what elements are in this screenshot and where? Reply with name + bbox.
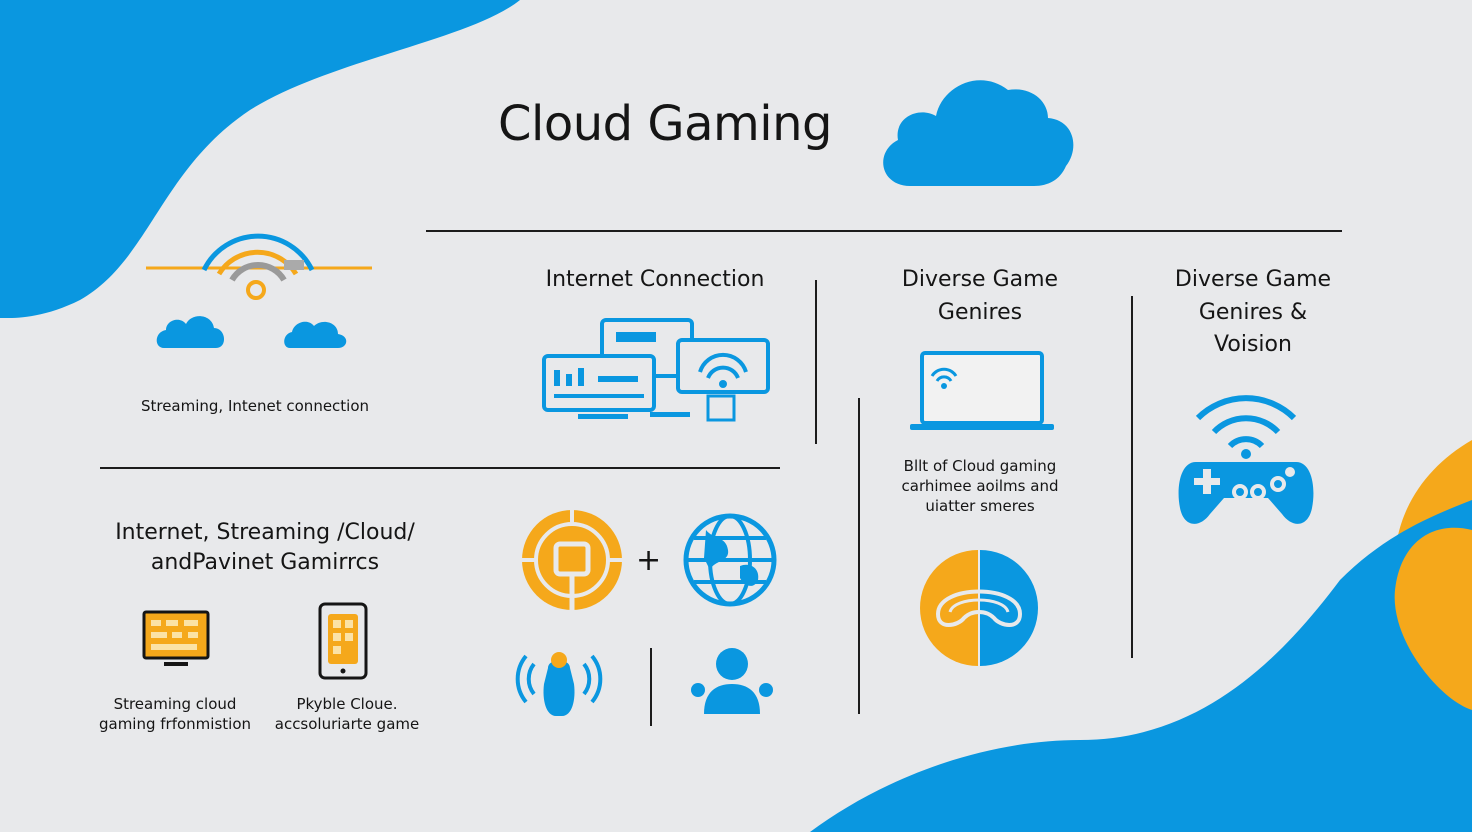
top-left-blob <box>0 0 520 319</box>
monitors-icon <box>542 318 770 422</box>
vision-heading-line3: Voision <box>1214 332 1292 357</box>
laptop-icon <box>910 351 1054 430</box>
wifi-network-icon <box>146 233 372 348</box>
genres-heading-line2: Genires <box>937 300 1023 325</box>
internet-heading: Internet Connection <box>545 267 765 292</box>
divider-vision <box>1131 296 1133 658</box>
vr-headset-icon <box>522 510 622 610</box>
user-icon <box>691 648 773 714</box>
gamepad-icon <box>1178 395 1314 524</box>
item1-caption-line1: Streaming cloud <box>113 695 237 713</box>
touch-signal-icon <box>515 652 603 716</box>
tablet-icon <box>318 602 368 680</box>
plus-sign: + <box>636 543 662 578</box>
vision-heading-line2: Genires & <box>1198 300 1308 325</box>
divider-internet <box>815 280 817 444</box>
genres-caption-line2: carhimee aoilms and <box>901 477 1059 495</box>
divider-bottom-icons <box>650 648 652 726</box>
cloud-icon <box>883 80 1074 186</box>
left-bottom-heading-line1: Internet, Streaming /Cloud/ <box>115 520 415 545</box>
item1-caption-line2: gaming frfonmistion <box>98 715 252 733</box>
middle-divider <box>100 467 780 469</box>
computer-icon <box>142 610 210 666</box>
brain-icon <box>920 550 1038 666</box>
bottom-right-blob-front <box>1394 527 1472 710</box>
bottom-right-blob <box>810 500 1472 832</box>
streaming-caption: Streaming, Intenet connection <box>140 397 370 415</box>
genres-heading-line1: Diverse Game <box>901 267 1059 292</box>
top-divider <box>426 230 1342 232</box>
left-bottom-heading-line2: andPavinet Gamirrcs <box>150 550 380 575</box>
genres-caption-line1: Bllt of Cloud gaming <box>903 457 1057 475</box>
page-title: Cloud Gaming <box>498 96 832 152</box>
vision-heading-line1: Diverse Game <box>1174 267 1332 292</box>
divider-genres <box>858 398 860 714</box>
genres-caption-line3: uiatter smeres <box>925 497 1035 515</box>
item2-caption-line1: Pkyble Cloue. <box>296 695 398 713</box>
item2-caption-line2: accsoluriarte game <box>274 715 420 733</box>
globe-icon <box>683 513 777 607</box>
